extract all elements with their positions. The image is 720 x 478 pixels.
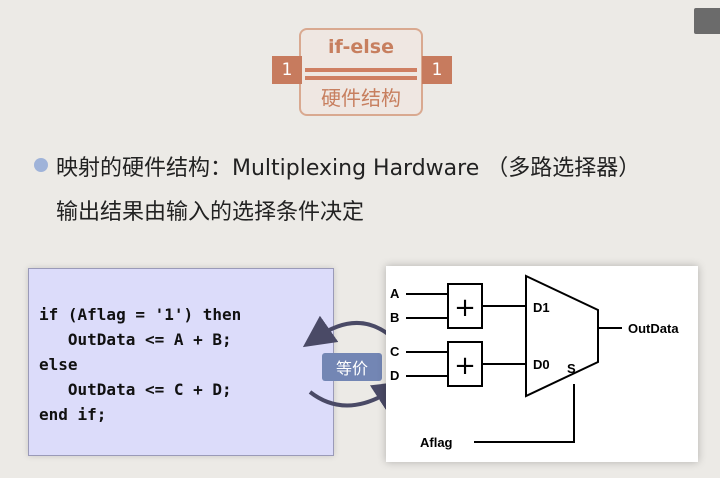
code-line: OutData <= C + D; (39, 380, 232, 399)
label-d0: D0 (533, 357, 550, 372)
adder-bottom-symbol: + (454, 351, 476, 381)
label-d1: D1 (533, 300, 550, 315)
mux-body (525, 274, 599, 398)
label-aflag: Aflag (420, 435, 453, 450)
text-line-1: 映射的硬件结构：Multiplexing Hardware （多路选择器） (56, 156, 641, 181)
adder-top (447, 283, 483, 329)
corner-tab (694, 8, 720, 34)
equivalence-arrows (302, 315, 406, 413)
mux-circuit-diagram: A B C D + + D1 D0 S OutData Aflag (390, 274, 679, 450)
code-line: OutData <= A + B; (39, 330, 232, 349)
arrow-to-circuit (308, 381, 406, 413)
badge-bottom-label: 硬件结构 (321, 86, 401, 110)
badge-bar-top (305, 68, 417, 72)
adder-top-symbol: + (454, 293, 476, 323)
label-c: C (390, 344, 400, 359)
mux-circuit-panel: A B C D + + D1 D0 S OutData Aflag (386, 266, 698, 462)
bullet-dot (34, 158, 48, 172)
code-line: if (Aflag = '1') then (39, 305, 242, 324)
label-outdata: OutData (628, 321, 679, 336)
vhdl-code-panel: if (Aflag = '1') then OutData <= A + B; … (28, 268, 334, 456)
code-line: else (39, 355, 78, 374)
badge-right-box: 1 (422, 56, 452, 84)
label-s: S (567, 361, 576, 376)
if-else-badge: if-else 硬件结构 1 1 (262, 24, 462, 122)
text-line-2: 输出结果由输入的选择条件决定 (56, 200, 365, 225)
badge-left-box: 1 (272, 56, 302, 84)
code-line: end if; (39, 405, 107, 424)
label-d: D (390, 368, 399, 383)
equivalent-badge: 等价 (322, 353, 382, 381)
label-a: A (390, 286, 400, 301)
arrow-to-code (302, 315, 390, 348)
badge-frame: if-else 硬件结构 (299, 28, 423, 116)
badge-top-label: if-else (328, 36, 394, 58)
badge-bar-bottom (305, 76, 417, 80)
label-b: B (390, 310, 399, 325)
wire-select (474, 384, 575, 443)
